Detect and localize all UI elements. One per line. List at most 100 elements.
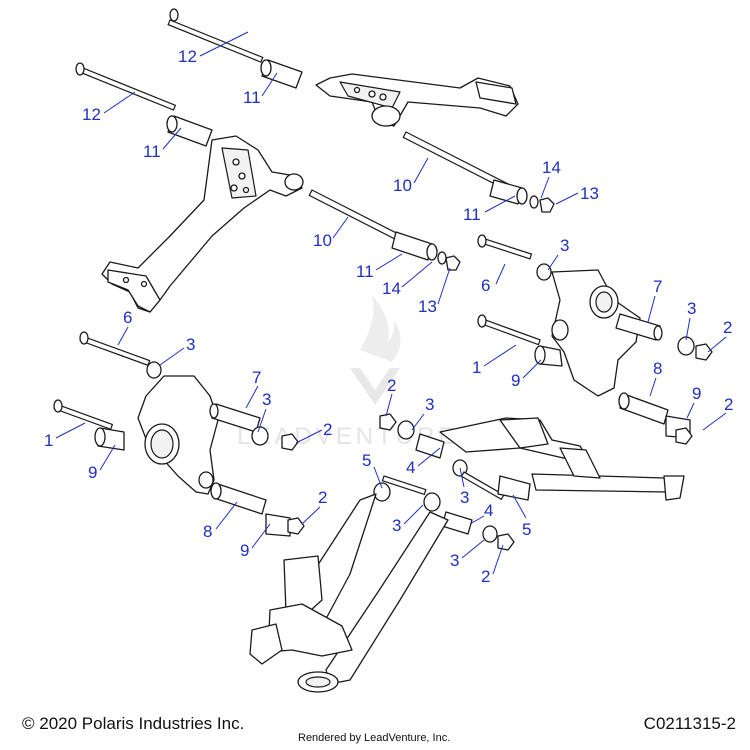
bolt-1-left xyxy=(53,399,114,430)
leader-line xyxy=(411,413,425,431)
callout-10: 10 xyxy=(393,157,429,195)
leader-line xyxy=(540,176,550,199)
callout-5: 5 xyxy=(362,451,383,489)
callout-number: 3 xyxy=(460,488,469,507)
callout-number: 3 xyxy=(425,395,434,414)
callout-6: 6 xyxy=(117,308,132,346)
callout-number: 4 xyxy=(484,501,493,520)
leader-line xyxy=(461,539,485,559)
callout-number: 5 xyxy=(362,451,371,470)
leader-line xyxy=(199,31,249,57)
callout-3: 3 xyxy=(547,236,569,271)
callout-3: 3 xyxy=(685,299,696,341)
bushing-9-left xyxy=(94,427,125,451)
nut-2-right-b xyxy=(675,427,693,445)
leader-line xyxy=(245,385,259,409)
left-upper-a-arm xyxy=(101,135,304,313)
callout-3: 3 xyxy=(411,395,434,431)
callout-number: 2 xyxy=(387,376,396,395)
leader-line xyxy=(417,447,441,467)
callout-number: 11 xyxy=(243,88,261,107)
bushing-9-right xyxy=(534,345,563,367)
nut-13b xyxy=(445,255,461,271)
figure-code: C0211315-2 xyxy=(643,714,736,733)
callout-number: 11 xyxy=(143,142,161,161)
callout-5: 5 xyxy=(512,494,531,539)
leader-line xyxy=(437,267,451,305)
callout-number: 2 xyxy=(481,567,490,586)
leader-line xyxy=(162,127,182,150)
callout-number: 2 xyxy=(318,488,327,507)
leader-line xyxy=(117,326,129,346)
callout-12: 12 xyxy=(178,31,249,66)
callout-2: 2 xyxy=(702,395,733,431)
bushing-3-left xyxy=(251,426,269,446)
upper-rear-a-arm xyxy=(315,73,519,127)
callout-number: 14 xyxy=(382,279,401,298)
bushing-11b xyxy=(166,115,213,147)
callout-11: 11 xyxy=(463,195,516,224)
bolt-6-left xyxy=(79,331,151,367)
callout-number: 1 xyxy=(472,358,481,377)
callout-number: 2 xyxy=(723,318,732,337)
spacer-7-left xyxy=(209,403,261,433)
callout-9: 9 xyxy=(240,523,271,560)
leader-line xyxy=(257,408,267,433)
leader-line xyxy=(649,377,657,397)
callout-number: 3 xyxy=(186,335,195,354)
leader-line xyxy=(555,192,579,205)
bushing-3-right-top xyxy=(536,263,552,281)
callout-number: 3 xyxy=(687,299,696,318)
leader-line xyxy=(103,91,136,114)
leader-line xyxy=(522,359,542,379)
bushing-11d xyxy=(391,231,438,261)
left-knuckle xyxy=(137,375,219,495)
leader-line xyxy=(159,347,185,366)
nut-2-right xyxy=(695,343,713,361)
callout-number: 12 xyxy=(178,47,197,66)
callout-number: 11 xyxy=(356,262,374,281)
bushing-3-left-top xyxy=(146,361,162,379)
leader-line xyxy=(483,344,517,367)
callout-number: 3 xyxy=(392,516,401,535)
callout-number: 2 xyxy=(724,395,733,414)
callout-2: 2 xyxy=(295,420,332,444)
callout-9: 9 xyxy=(511,359,542,390)
bushing-3-center xyxy=(397,420,415,440)
leader-line xyxy=(702,412,727,431)
leader-line xyxy=(385,393,393,417)
leader-line xyxy=(459,467,465,488)
leader-line xyxy=(261,72,278,97)
copyright-notice: © 2020 Polaris Industries Inc. xyxy=(22,714,245,733)
leader-line xyxy=(413,157,429,184)
washer-14a xyxy=(529,195,539,209)
nut-2-left xyxy=(281,433,299,451)
callout-11: 11 xyxy=(243,72,278,107)
spacer-8-left xyxy=(210,482,267,515)
callout-6: 6 xyxy=(481,263,506,295)
leader-line xyxy=(647,295,656,323)
leader-line xyxy=(492,544,504,575)
callout-number: 11 xyxy=(463,205,481,224)
leader-line xyxy=(686,402,695,419)
rod-end-5b xyxy=(460,471,531,501)
callout-13: 13 xyxy=(418,267,451,316)
leader-line xyxy=(547,254,559,271)
leader-line xyxy=(301,506,321,525)
bushing-9-left-b xyxy=(265,513,291,537)
callout-8: 8 xyxy=(649,359,662,397)
callout-4: 4 xyxy=(406,447,441,477)
callout-9: 9 xyxy=(88,444,116,482)
bushing-11c xyxy=(489,179,528,205)
callout-number: 10 xyxy=(313,231,332,250)
callout-14: 14 xyxy=(540,158,561,199)
leader-line xyxy=(403,504,424,525)
leader-line xyxy=(401,261,433,288)
bushing-3-lower xyxy=(423,492,441,512)
callout-number: 3 xyxy=(560,236,569,255)
callout-12: 12 xyxy=(82,91,136,124)
callout-8: 8 xyxy=(203,501,238,541)
callout-3: 3 xyxy=(257,390,271,433)
bushing-3-lower-b xyxy=(482,525,498,543)
